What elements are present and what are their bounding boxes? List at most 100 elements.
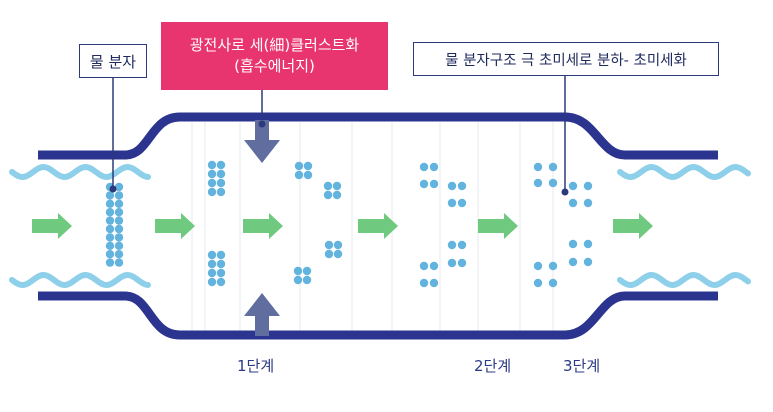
water-molecule-dot — [105, 199, 115, 208]
water-molecule-dot — [533, 261, 543, 271]
water-molecule-dot — [216, 178, 226, 188]
water-molecule-dot — [303, 170, 313, 180]
water-molecule-dot — [548, 162, 558, 172]
water-molecule-dot — [429, 278, 439, 288]
water-molecule-dot — [216, 250, 226, 260]
leader-lines — [109, 74, 569, 196]
energy-arrow-up — [244, 293, 280, 336]
pipe-bottom-wall — [38, 291, 718, 340]
water-molecule-dot — [429, 162, 439, 172]
water-molecule-dot — [447, 181, 457, 191]
water-molecule-dot — [114, 224, 124, 234]
flow-arrow — [478, 213, 518, 239]
water-molecule-dot — [419, 261, 429, 271]
water-molecule-dot — [207, 259, 217, 269]
ultrafine-label: 물 분자구조 극 초미세로 분하- 초미세화 — [413, 42, 719, 76]
water-molecule-dot — [114, 216, 124, 225]
water-molecule-dot — [583, 239, 593, 249]
water-molecule-dot — [419, 179, 429, 189]
water-molecule-dot — [114, 233, 124, 242]
water-molecule-dot — [583, 257, 593, 267]
water-molecule-dot — [533, 178, 543, 188]
energy-arrow-down — [244, 120, 280, 163]
pipe-top-wall — [38, 112, 718, 160]
water-molecule-dot — [457, 258, 467, 268]
water-molecule-dot — [324, 240, 334, 250]
water-molecule-dot — [447, 198, 457, 208]
flow-arrows — [32, 213, 653, 239]
water-molecule-dot — [105, 233, 115, 242]
water-molecule-label: 물 분자 — [79, 44, 147, 78]
water-molecule-dot — [447, 240, 457, 250]
water-molecule-dot — [216, 259, 226, 269]
water-wave — [9, 271, 151, 289]
water-wave — [617, 163, 751, 181]
water-molecule-dot — [548, 261, 558, 271]
water-molecule-dot — [207, 268, 217, 278]
water-molecule-dot — [216, 169, 226, 179]
water-molecule-dot — [114, 199, 124, 208]
water-molecule-dot — [105, 241, 115, 250]
stage-3-label: 3단계 — [563, 357, 601, 375]
stage-1-label: 1단계 — [237, 357, 275, 375]
water-molecule-dot — [533, 278, 543, 288]
flow-arrow — [613, 213, 653, 239]
water-molecule-dot — [447, 258, 457, 268]
photoelectric-line-2: (흡수에너지) — [234, 57, 315, 75]
water-molecule-dot — [105, 250, 115, 259]
water-molecule-dot — [333, 240, 343, 250]
water-molecule-dot — [568, 198, 578, 208]
water-molecule-dot — [216, 160, 226, 170]
water-molecule-dot — [114, 182, 124, 192]
water-molecule-dot — [568, 257, 578, 267]
flow-arrow — [358, 213, 398, 239]
water-molecule-dot — [293, 275, 303, 285]
water-molecule-dot — [419, 278, 429, 288]
water-molecule-dot — [333, 249, 343, 259]
water-molecule-dot — [105, 216, 115, 225]
water-molecule-dot — [114, 208, 124, 217]
water-molecule-dot — [332, 190, 342, 200]
water-molecule-dot — [216, 187, 226, 197]
water-molecule-dot — [207, 277, 217, 287]
water-molecule-dot — [324, 249, 334, 259]
water-molecule-dot — [583, 181, 593, 191]
water-molecule-dot — [293, 266, 303, 276]
water-molecule-dot — [105, 191, 115, 200]
stage-2-label: 2단계 — [474, 357, 512, 375]
water-molecule-dot — [332, 181, 342, 191]
water-molecule-dot — [105, 208, 115, 217]
flow-arrow — [155, 213, 195, 239]
water-molecule-dot — [302, 275, 312, 285]
water-molecule-dot — [294, 161, 304, 171]
water-molecule-dot — [548, 278, 558, 288]
water-molecule-dot — [457, 198, 467, 208]
water-waves — [9, 163, 751, 289]
water-molecule-dot — [207, 250, 217, 260]
water-molecule-dot — [419, 162, 429, 172]
water-molecule-dot — [114, 191, 124, 200]
water-molecule-dot — [207, 169, 217, 179]
photoelectric-line-1: 광전사로 세(細)클러스트화 — [189, 36, 360, 54]
water-molecule-dot — [457, 240, 467, 250]
water-molecule-dot — [105, 258, 115, 267]
water-molecule-dot — [568, 181, 578, 191]
water-molecule-dot — [207, 160, 217, 170]
water-molecule-dot — [429, 179, 439, 189]
flow-arrow — [243, 213, 283, 239]
water-molecule-dot — [548, 178, 558, 188]
water-molecules — [105, 160, 593, 288]
water-molecule-dot — [302, 266, 312, 276]
water-wave — [617, 271, 751, 289]
water-molecule-dot — [114, 241, 124, 250]
water-molecule-dot — [429, 261, 439, 271]
water-molecule-dot — [303, 161, 313, 171]
water-molecule-dot — [294, 170, 304, 180]
water-molecule-dot — [216, 268, 226, 278]
flow-arrow — [32, 213, 72, 239]
photoelectric-cluster-label: 광전사로 세(細)클러스트화 (흡수에너지) — [161, 22, 388, 90]
water-molecule-dot — [583, 198, 593, 208]
water-molecule-dot — [105, 224, 115, 234]
water-wave — [9, 163, 151, 181]
